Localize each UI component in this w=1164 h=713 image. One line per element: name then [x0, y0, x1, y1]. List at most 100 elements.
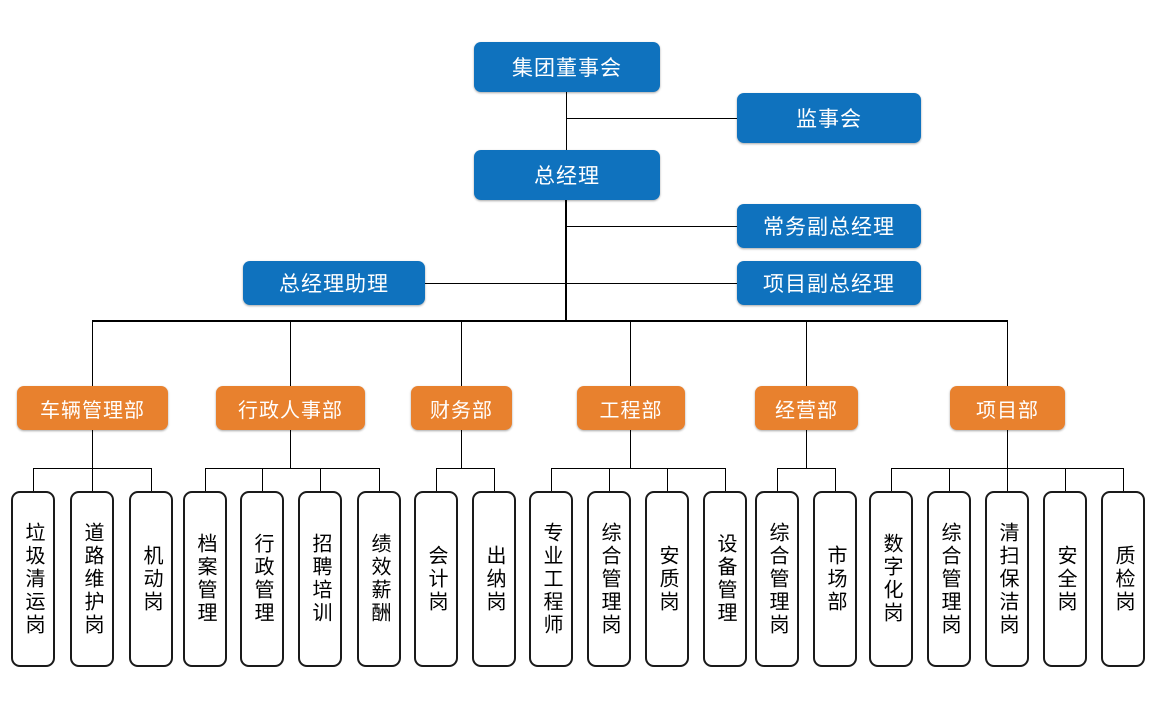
connector-gm-assistant-to-spine [425, 283, 566, 284]
position-label: 综合管理岗 [938, 521, 960, 637]
position-label: 档案管理 [194, 533, 216, 625]
node-gm-assistant-label: 总经理助理 [279, 273, 389, 296]
connector-finance-drop-1 [436, 468, 437, 491]
connector-adminhr-drop-1 [205, 468, 206, 491]
position-label: 出纳岗 [483, 544, 505, 614]
position-box[interactable]: 垃圾清运岗 [11, 491, 55, 667]
position-box[interactable]: 出纳岗 [472, 491, 516, 667]
connector-vehicle-drop-2 [92, 468, 93, 491]
connector-finance-subbus [436, 468, 494, 469]
connector-adminhr-stem [290, 430, 291, 468]
position-label: 质检岗 [1112, 544, 1134, 614]
position-box[interactable]: 安全岗 [1043, 491, 1087, 667]
node-supervisory-board-label: 监事会 [796, 108, 862, 131]
connector-bus-drop-vehicle [92, 320, 93, 386]
position-box[interactable]: 数字化岗 [869, 491, 913, 667]
position-box[interactable]: 质检岗 [1101, 491, 1145, 667]
connector-vehicle-drop-3 [151, 468, 152, 491]
connector-vehicle-drop-1 [33, 468, 34, 491]
connector-bus-drop-operations [806, 320, 807, 386]
position-box[interactable]: 专业工程师 [529, 491, 573, 667]
connector-board-to-supervisory [566, 118, 737, 119]
connector-project-drop-3 [1007, 468, 1008, 491]
position-label: 绩效薪酬 [368, 533, 390, 625]
connector-operations-stem [806, 430, 807, 468]
position-box[interactable]: 设备管理 [703, 491, 747, 667]
connector-gm-to-executive-deputy [566, 226, 737, 227]
position-label: 安全岗 [1054, 544, 1076, 614]
position-box[interactable]: 市场部 [813, 491, 857, 667]
connector-board-to-gm [566, 92, 567, 150]
position-box[interactable]: 会计岗 [414, 491, 458, 667]
position-label: 专业工程师 [540, 521, 562, 637]
position-label: 招聘培训 [309, 533, 331, 625]
connector-project-drop-2 [949, 468, 950, 491]
position-box[interactable]: 综合管理岗 [587, 491, 631, 667]
node-gm-assistant[interactable]: 总经理助理 [243, 261, 425, 305]
position-label: 安质岗 [656, 544, 678, 614]
department-operations-label: 经营部 [775, 399, 838, 422]
position-box[interactable]: 档案管理 [183, 491, 227, 667]
position-label: 设备管理 [714, 533, 736, 625]
position-box[interactable]: 行政管理 [240, 491, 284, 667]
position-box[interactable]: 绩效薪酬 [357, 491, 401, 667]
department-operations[interactable]: 经营部 [755, 386, 858, 430]
position-box[interactable]: 机动岗 [129, 491, 173, 667]
position-box[interactable]: 道路维护岗 [70, 491, 114, 667]
connector-adminhr-drop-4 [379, 468, 380, 491]
node-executive-deputy-gm[interactable]: 常务副总经理 [737, 204, 921, 248]
connector-engineering-drop-1 [551, 468, 552, 491]
node-board-of-directors[interactable]: 集团董事会 [474, 42, 660, 92]
connector-finance-stem [461, 430, 462, 468]
node-project-deputy-gm[interactable]: 项目副总经理 [737, 261, 921, 305]
position-label: 垃圾清运岗 [22, 521, 44, 637]
connector-bus-drop-admin-hr [290, 320, 291, 386]
department-vehicle-management-label: 车辆管理部 [40, 399, 145, 422]
connector-adminhr-subbus [205, 468, 379, 469]
node-project-deputy-gm-label: 项目副总经理 [763, 273, 895, 296]
position-label: 道路维护岗 [81, 521, 103, 637]
department-admin-hr[interactable]: 行政人事部 [216, 386, 365, 430]
connector-bus-drop-engineering [630, 320, 631, 386]
department-engineering-label: 工程部 [599, 399, 663, 422]
connector-finance-drop-2 [494, 468, 495, 491]
node-general-manager-label: 总经理 [534, 165, 600, 188]
connector-engineering-stem [630, 430, 631, 468]
node-executive-deputy-gm-label: 常务副总经理 [763, 216, 895, 239]
department-finance[interactable]: 财务部 [411, 386, 512, 430]
node-supervisory-board[interactable]: 监事会 [737, 93, 921, 143]
connector-operations-drop-2 [835, 468, 836, 491]
department-project[interactable]: 项目部 [950, 386, 1065, 430]
connector-project-drop-4 [1065, 468, 1066, 491]
connector-engineering-drop-4 [725, 468, 726, 491]
position-label: 市场部 [824, 544, 846, 614]
connector-vehicle-stem [92, 430, 93, 468]
department-admin-hr-label: 行政人事部 [238, 399, 343, 422]
position-label: 清扫保洁岗 [996, 521, 1018, 637]
position-box[interactable]: 清扫保洁岗 [985, 491, 1029, 667]
department-engineering[interactable]: 工程部 [577, 386, 685, 430]
position-box[interactable]: 综合管理岗 [755, 491, 799, 667]
connector-project-stem [1007, 430, 1008, 468]
node-general-manager[interactable]: 总经理 [474, 150, 660, 200]
connector-gm-spine [565, 200, 567, 321]
position-label: 综合管理岗 [766, 521, 788, 637]
department-project-label: 项目部 [976, 399, 1039, 422]
connector-project-drop-1 [891, 468, 892, 491]
position-label: 综合管理岗 [598, 521, 620, 637]
connector-bus-drop-project [1007, 320, 1008, 386]
department-vehicle-management[interactable]: 车辆管理部 [17, 386, 168, 430]
connector-engineering-drop-2 [609, 468, 610, 491]
connector-engineering-drop-3 [667, 468, 668, 491]
connector-bus-drop-finance [461, 320, 462, 386]
position-label: 机动岗 [140, 544, 162, 614]
connector-adminhr-drop-3 [320, 468, 321, 491]
position-box[interactable]: 招聘培训 [298, 491, 342, 667]
connector-operations-drop-1 [777, 468, 778, 491]
connector-department-bus [92, 320, 1008, 322]
position-box[interactable]: 综合管理岗 [927, 491, 971, 667]
position-box[interactable]: 安质岗 [645, 491, 689, 667]
connector-operations-subbus [777, 468, 835, 469]
connector-project-drop-5 [1123, 468, 1124, 491]
